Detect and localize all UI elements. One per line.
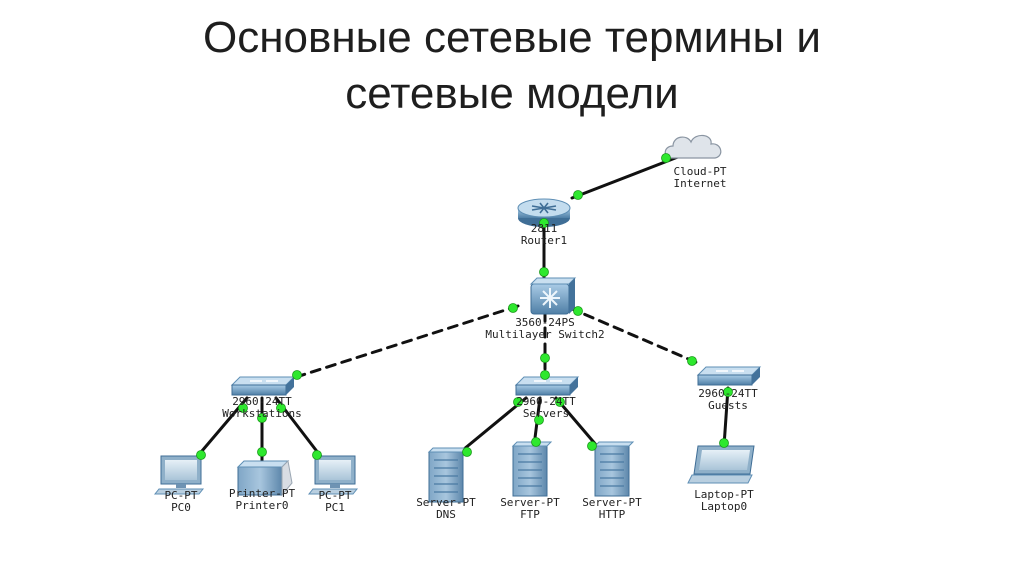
link-status-dot xyxy=(257,413,267,423)
link-status-dot xyxy=(196,450,206,460)
device-name-label: Internet xyxy=(674,177,727,190)
device-name-label: Laptop0 xyxy=(701,500,747,513)
router-icon[interactable] xyxy=(517,198,571,227)
device-type-label: Server-PT xyxy=(500,496,560,509)
link-status-dot xyxy=(276,403,286,413)
device-name-label: PC1 xyxy=(325,501,345,514)
link-status-dot xyxy=(508,303,518,313)
device-type-label: 2960-24TT xyxy=(698,387,758,400)
link-status-dot xyxy=(531,437,541,447)
device-type-label: PC-PT xyxy=(318,489,351,502)
device-name-label: HTTP xyxy=(599,508,626,521)
device-name-label: Router1 xyxy=(521,234,567,247)
switch-icon[interactable] xyxy=(514,376,580,396)
link-status-dot xyxy=(257,447,267,457)
link-status-dot xyxy=(540,370,550,380)
device-name-label: Multilayer Switch2 xyxy=(485,328,604,341)
link-status-dot xyxy=(312,450,322,460)
link-status-dot xyxy=(661,153,671,163)
slide-title-line2: сетевые модели xyxy=(345,69,679,118)
link-dots-layer xyxy=(196,153,733,460)
device-name-label: FTP xyxy=(520,508,540,521)
slide-title-line1: Основные сетевые термины и xyxy=(203,13,821,62)
device-type-label: Cloud-PT xyxy=(674,165,727,178)
link-status-dot xyxy=(540,353,550,363)
printer-icon[interactable] xyxy=(236,459,293,497)
device-type-label: 2960-24TT xyxy=(232,395,292,408)
switch-icon[interactable] xyxy=(696,366,762,386)
link-status-dot xyxy=(719,438,729,448)
link-status-dot xyxy=(555,397,565,407)
device-type-label: 2811 xyxy=(531,222,558,235)
server-icon[interactable] xyxy=(593,441,635,497)
link-status-dot xyxy=(723,387,733,397)
cloud-icon[interactable] xyxy=(664,134,722,159)
link-status-dot xyxy=(534,415,544,425)
slide-title: Основные сетевые термины и сетевые модел… xyxy=(0,10,1024,122)
server-icon[interactable] xyxy=(511,441,553,497)
link-status-dot xyxy=(687,356,697,366)
link-sw_guests-laptop0 xyxy=(722,386,730,448)
device-type-label: PC-PT xyxy=(164,489,197,502)
device-type-label: 2960-24TT xyxy=(516,395,576,408)
device-type-label: Server-PT xyxy=(416,496,476,509)
device-type-label: 3560-24PS xyxy=(515,316,575,329)
link-status-dot xyxy=(573,306,583,316)
device-name-label: Workstations xyxy=(222,407,301,420)
link-status-dot xyxy=(539,218,549,228)
server-icon[interactable] xyxy=(427,447,469,503)
device-type-label: Printer-PT xyxy=(229,487,296,500)
switch-icon[interactable] xyxy=(230,376,296,396)
devices-layer xyxy=(153,134,762,503)
link-core_switch-sw_workstations xyxy=(291,304,520,380)
link-status-dot xyxy=(587,441,597,451)
device-name-label: PC0 xyxy=(171,501,191,514)
pc-icon[interactable] xyxy=(307,455,359,495)
multilayer-switch-icon[interactable] xyxy=(529,277,577,315)
laptop-icon[interactable] xyxy=(687,445,755,484)
link-sw_servers-dns xyxy=(456,396,528,456)
link-core_switch-sw_guests xyxy=(568,306,702,366)
link-status-dot xyxy=(238,403,248,413)
device-name-label: DNS xyxy=(436,508,456,521)
device-type-label: Server-PT xyxy=(582,496,642,509)
link-status-dot xyxy=(513,397,523,407)
link-status-dot xyxy=(539,267,549,277)
link-status-dot xyxy=(292,370,302,380)
link-sw_servers-http xyxy=(554,396,599,448)
link-status-dot xyxy=(573,190,583,200)
pc-icon[interactable] xyxy=(153,455,205,495)
device-name-label: Printer0 xyxy=(236,499,289,512)
link-status-dot xyxy=(462,447,472,457)
device-name-label: Guests xyxy=(708,399,748,412)
device-name-label: Servers xyxy=(523,407,569,420)
device-type-label: Laptop-PT xyxy=(694,488,754,501)
